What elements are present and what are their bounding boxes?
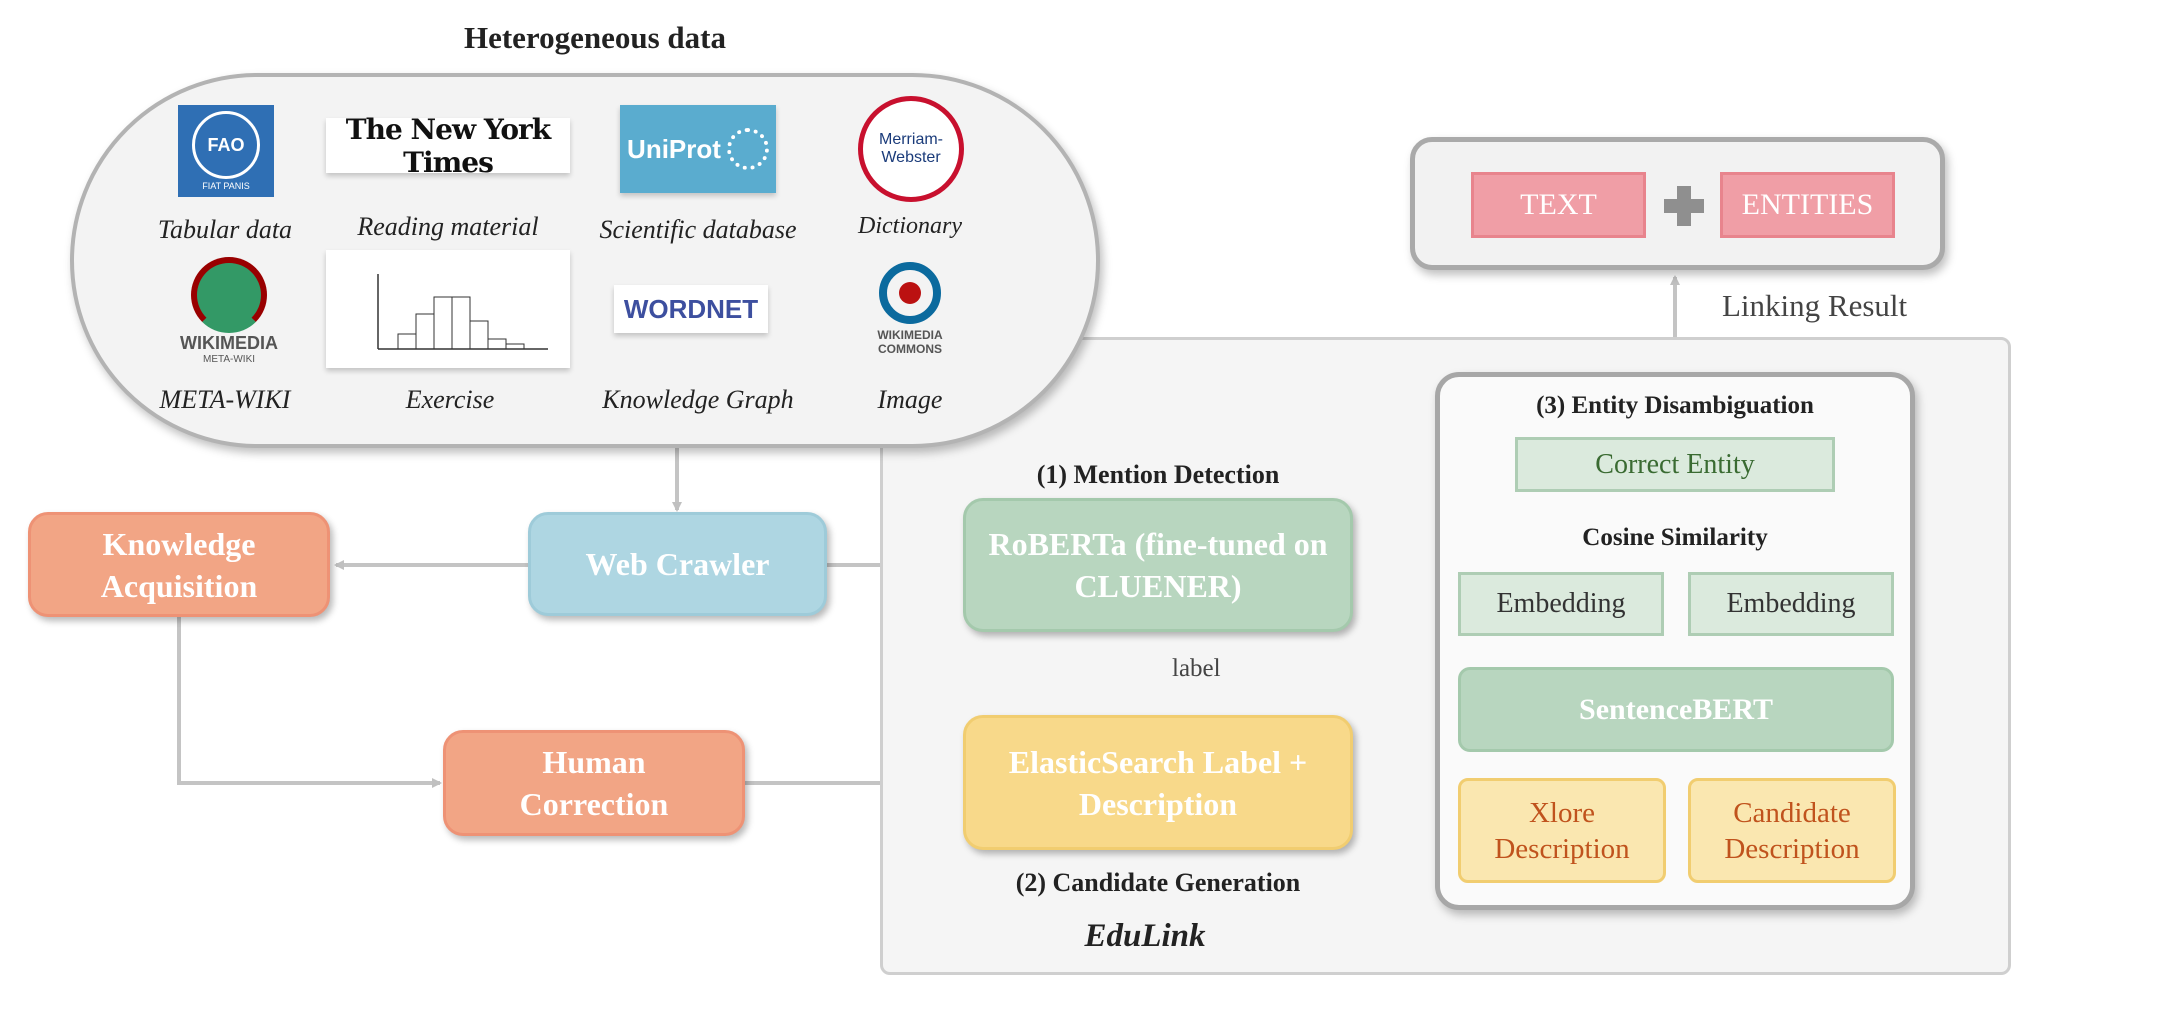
candidate-generation-step: (2) Candidate Generation [1015, 868, 1301, 897]
histogram-icon [377, 274, 548, 350]
xlore-description-box[interactable]: Xlore Description [1458, 778, 1666, 883]
correct-entity-box[interactable]: Correct Entity [1515, 437, 1835, 492]
plus-icon [1664, 186, 1704, 226]
label-edge-text: label [1172, 655, 1221, 682]
web-crawler-label: Web Crawler [585, 546, 770, 582]
candidate-description-label: Candidate Description [1724, 796, 1860, 865]
embedding-left-label: Embedding [1496, 588, 1626, 619]
caption-exercise: Exercise [405, 385, 495, 414]
wikimedia-commons-logo: WIKIMEDIA COMMONS [862, 250, 958, 368]
roberta-label: RoBERTa (fine-tuned on CLUENER) [988, 526, 1328, 604]
elasticsearch-label: ElasticSearch Label + Description [1008, 743, 1308, 822]
merriam-webster-logo: Merriam-Webster [858, 96, 964, 202]
candidate-description-box[interactable]: Candidate Description [1688, 778, 1896, 883]
caption-scientific-database: Scientific database [599, 215, 797, 244]
xlore-description-label: Xlore Description [1494, 796, 1630, 865]
heterogeneous-data-title: Heterogeneous data [463, 20, 727, 55]
roberta-box[interactable]: RoBERTa (fine-tuned on CLUENER) [963, 498, 1353, 632]
arrow-acquisition-to-correction [177, 617, 442, 788]
edulink-title: EduLink [1084, 918, 1206, 954]
caption-dictionary: Dictionary [858, 213, 962, 239]
embedding-right-label: Embedding [1726, 588, 1856, 619]
web-crawler-box[interactable]: Web Crawler [528, 512, 827, 616]
embedding-left-box[interactable]: Embedding [1458, 572, 1664, 636]
elasticsearch-box[interactable]: ElasticSearch Label + Description [963, 715, 1353, 850]
wikimedia-globe-logo: WIKIMEDIA META-WIKI [168, 252, 290, 370]
histogram-exercise-image [326, 250, 570, 368]
fao-logo: FAO FIAT PANIS [178, 105, 274, 197]
caption-meta-wiki: META-WIKI [159, 385, 291, 414]
text-output-label: TEXT [1520, 188, 1597, 221]
caption-tabular-data: Tabular data [157, 215, 293, 244]
text-output-box[interactable]: TEXT [1471, 172, 1646, 238]
linking-result-label: Linking Result [1722, 288, 1908, 323]
knowledge-acquisition-box[interactable]: Knowledge Acquisition [28, 512, 330, 617]
caption-image: Image [877, 385, 943, 414]
cosine-similarity-label: Cosine Similarity [1565, 524, 1785, 552]
nyt-logo: The New York Times [326, 113, 570, 179]
caption-knowledge-graph: Knowledge Graph [602, 385, 794, 414]
entities-output-box[interactable]: ENTITIES [1720, 172, 1895, 238]
sentencebert-box[interactable]: SentenceBERT [1458, 667, 1894, 752]
caption-reading-material: Reading material [357, 212, 539, 241]
human-correction-label: Human Correction [519, 744, 669, 822]
wordnet-logo: WORDNET [614, 285, 768, 333]
uniprot-logo: UniProt [620, 105, 776, 193]
human-correction-box[interactable]: Human Correction [443, 730, 745, 836]
entity-disambiguation-step: (3) Entity Disambiguation [1536, 392, 1814, 419]
mention-detection-step: (1) Mention Detection [1036, 460, 1280, 489]
knowledge-acquisition-label: Knowledge Acquisition [100, 525, 258, 604]
embedding-right-box[interactable]: Embedding [1688, 572, 1894, 636]
sentencebert-label: SentenceBERT [1579, 692, 1773, 726]
entities-output-label: ENTITIES [1741, 188, 1874, 221]
correct-entity-label: Correct Entity [1595, 448, 1755, 480]
